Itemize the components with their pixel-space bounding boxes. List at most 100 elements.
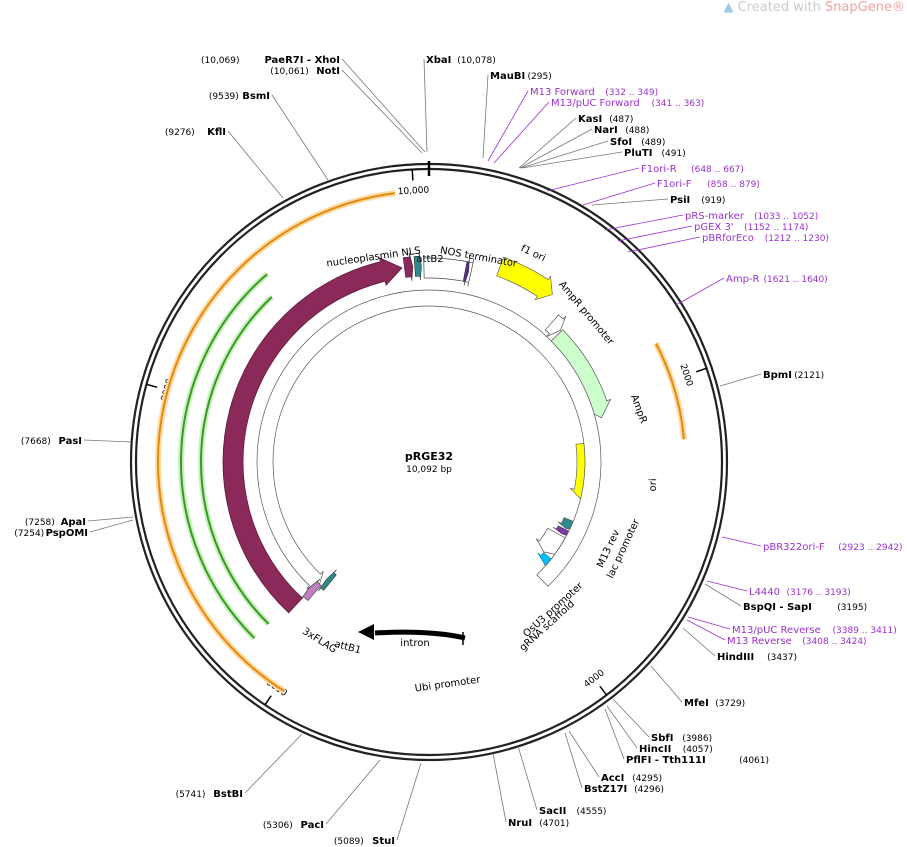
site-name: Amp-R [726, 274, 760, 285]
site-leader-line [520, 140, 609, 169]
site-name: PspOMI [46, 528, 88, 539]
site-name: SfoI [610, 137, 632, 148]
site-position: (9539) [209, 92, 239, 102]
site-name: HindIII [717, 652, 754, 663]
feature-label: ori [648, 478, 659, 491]
ubi-promoter-arrow [256, 289, 602, 589]
site-position: (489) [641, 138, 665, 148]
site-label-enzyme: AccI(4295) [568, 730, 662, 784]
3xflag-box [300, 578, 322, 601]
scale-tick-label: 10,000 [397, 186, 429, 198]
site-label-primer: M13 Reverse(3408 .. 3424) [686, 619, 867, 647]
site-leader-line [564, 732, 583, 789]
site-position: (1152 .. 1174) [744, 223, 808, 233]
site-label-primer: M13/pUC Forward(341 .. 363) [493, 98, 704, 164]
nos-terminator-arrow [423, 257, 475, 287]
site-label-enzyme: NotI (10,061) [270, 66, 423, 154]
site-position: (1033 .. 1052) [754, 212, 818, 222]
feature-label: OsU3 promoter [521, 580, 586, 640]
site-leader-line [227, 130, 284, 199]
site-position: (10,061) [270, 67, 309, 77]
scale-tick-4000 [599, 685, 608, 696]
site-label-enzyme: PacI(5306) [263, 759, 381, 831]
site-name: BspQI - SapI [743, 602, 812, 613]
site-position: (5741) [176, 790, 206, 800]
site-label-enzyme: SbfI(3986) [612, 698, 712, 744]
attB2-box [413, 252, 422, 281]
site-leader-line [325, 759, 381, 825]
site-leader-line [604, 214, 684, 231]
site-position: (3389 .. 3411) [833, 626, 897, 636]
site-name: pBRforEco [702, 233, 754, 244]
feature-label: 3xFLAG [300, 626, 338, 656]
scale-tick-6000 [264, 695, 272, 706]
watermark-text: Created with [737, 0, 825, 15]
site-leader-line [87, 516, 134, 522]
site-position: (4057) [683, 745, 713, 755]
site-name: PluTI [624, 148, 652, 159]
site-label-enzyme: HindIII (3437) [682, 627, 797, 663]
site-leader-line [482, 74, 489, 159]
site-label-primer: F1ori-F(858 .. 879) [582, 179, 760, 206]
site-name: SacII [539, 806, 566, 817]
site-position: (1212 .. 1230) [765, 234, 829, 244]
snapgene-logo-icon: ▲ [723, 0, 734, 15]
site-label-enzyme: NruI(4701) [492, 752, 569, 829]
site-label-enzyme: BspQI - SapI (3195) [704, 583, 867, 613]
site-leader-line [582, 182, 656, 206]
site-label-enzyme: BpmI(2121) [719, 370, 824, 387]
site-leader-line [341, 69, 423, 154]
site-label-enzyme: HincII (4057) [606, 705, 713, 755]
cas9-region-arc [157, 192, 396, 693]
scale-tick-10000 [411, 169, 414, 181]
green-arc-2 [200, 296, 273, 625]
site-position: (295) [528, 72, 552, 82]
scale-tick-8000 [146, 383, 158, 388]
site-name: NotI [316, 66, 340, 77]
site-name: M13/pUC Reverse [732, 625, 821, 636]
site-name: F1ori-R [641, 164, 677, 175]
site-name: pGEX 3' [694, 222, 734, 233]
feature-label: Ubi promoter [414, 674, 482, 694]
site-name: NarI [594, 125, 618, 136]
site-name: PasI [59, 436, 82, 447]
feature-label: Cas9 [195, 396, 210, 422]
feature-arcs [155, 190, 687, 694]
site-label-enzyme: PsiI(919) [591, 195, 725, 206]
site-position: (3176 .. 3193) [787, 588, 851, 598]
site-position: (3195) [837, 603, 867, 613]
site-name: BsmI [242, 91, 270, 102]
site-label-enzyme: PspOMI(7254) [14, 519, 134, 539]
site-leader-line [519, 128, 593, 169]
site-label-primer: L4440 (3176 .. 3193) [706, 580, 851, 598]
site-name: HincII [639, 744, 671, 755]
site-name: L4440 [749, 587, 780, 598]
site-label-primer: M13/pUC Reverse (3389 .. 3411) [687, 616, 897, 636]
site-leader-line [271, 94, 329, 181]
site-label-enzyme: SfoI (489) [520, 137, 665, 169]
site-position: (4555) [577, 807, 607, 817]
site-leader-line [719, 373, 762, 387]
site-label-enzyme: KasI(487) [518, 114, 633, 169]
site-label-enzyme: PflFI - Tth111I(4061) [604, 708, 769, 766]
site-label-enzyme: XbaI(10,078) [423, 55, 496, 153]
scale-tick-2000 [695, 367, 707, 373]
site-position: (3729) [715, 699, 745, 709]
site-name: SbfI [651, 733, 673, 744]
amp-region-highlight [653, 342, 687, 440]
site-label-enzyme: PasI(7668) [21, 436, 132, 447]
site-label-enzyme: BstBI(5741) [176, 733, 303, 800]
site-position: (4296) [634, 785, 664, 795]
site-name: BstZ17I [584, 784, 627, 795]
feature-label: attB2 [416, 254, 443, 265]
intron-arrow-shaft [374, 629, 466, 641]
site-label-primer: pBRforEco (1212 .. 1230) [627, 233, 829, 253]
site-name: NruI [508, 818, 532, 829]
f1-ori-arrow [496, 256, 553, 301]
site-name: M13 Forward [530, 87, 595, 98]
site-position: (9276) [165, 128, 195, 138]
site-leader-line [492, 752, 507, 823]
site-position: (3437) [767, 653, 797, 663]
attB1-box [318, 569, 337, 592]
